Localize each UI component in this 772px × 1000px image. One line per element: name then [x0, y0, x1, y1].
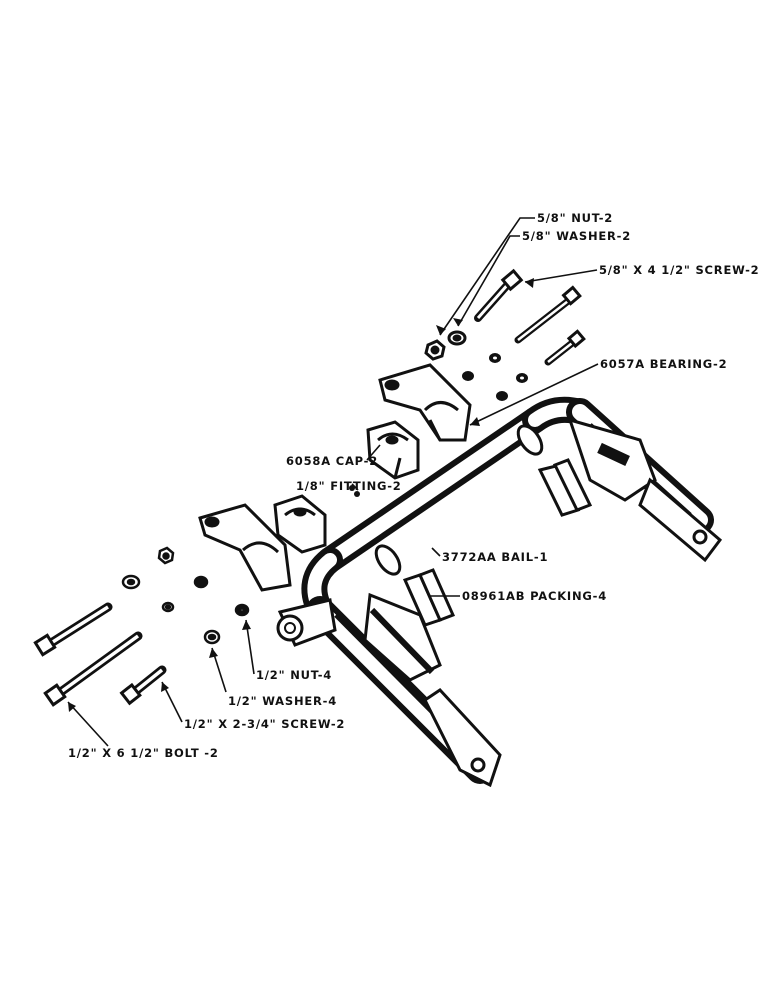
upper-bearing [378, 363, 472, 442]
label-fitting: 1/8" FITTING-2 [296, 479, 402, 493]
lower-bearing [198, 503, 292, 592]
label-nut-1-2: 1/2" NUT-4 [256, 668, 333, 682]
label-cap: 6058A CAP-2 [286, 454, 379, 468]
bail-upper-plate [567, 417, 723, 563]
lower-bolts [33, 602, 167, 707]
upper-nut-washer [424, 330, 467, 361]
packing-strips [402, 458, 593, 627]
label-screw-5-8: 5/8" X 4 1/2" SCREW-2 [599, 263, 760, 277]
lower-cap [273, 494, 327, 554]
upper-screws [474, 268, 586, 366]
label-screw-1-2: 1/2" X 2-3/4" SCREW-2 [184, 717, 346, 731]
upper-small-nuts [462, 353, 528, 401]
bail-lower-plate [363, 592, 502, 788]
label-packing: 08961AB PACKING-4 [462, 589, 608, 603]
leader-arrowheads [68, 278, 534, 712]
label-bolt-1-2: 1/2" X 6 1/2" BOLT -2 [68, 746, 219, 760]
bail-collars [374, 424, 544, 576]
label-washer-5-8: 5/8" WASHER-2 [522, 229, 632, 243]
label-bearing: 6057A BEARING-2 [600, 357, 728, 371]
label-nut-5-8: 5/8" NUT-2 [537, 211, 614, 225]
label-washer-1-2: 1/2" WASHER-4 [228, 694, 338, 708]
bail-side-arm [276, 598, 337, 647]
upper-cap [366, 420, 420, 480]
label-bail: 3772AA BAIL-1 [442, 550, 549, 564]
lower-nuts-washers [121, 546, 250, 645]
